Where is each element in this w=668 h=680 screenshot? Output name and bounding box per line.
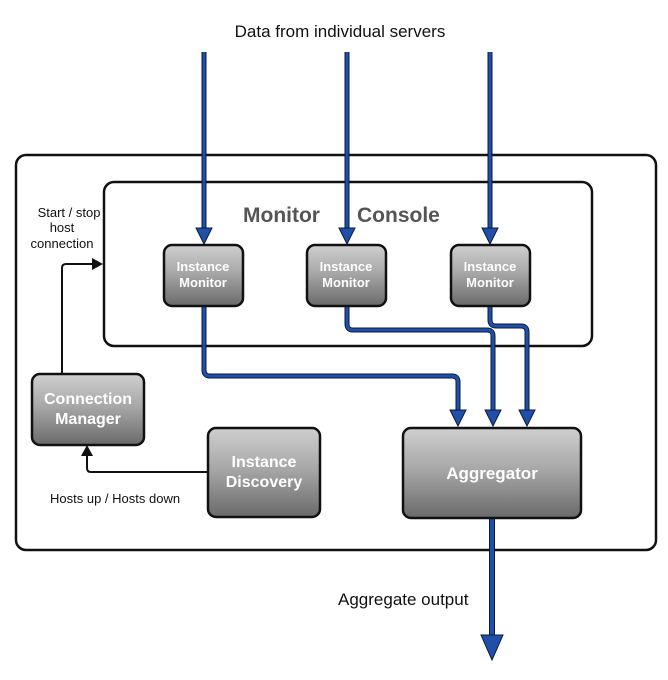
instance-monitor-2-line2: Monitor bbox=[322, 275, 370, 290]
start-stop-label-line2: host bbox=[50, 220, 75, 235]
outer-container bbox=[14, 153, 658, 552]
input-arrowhead-2 bbox=[338, 227, 356, 246]
connection-manager-line1: Connection bbox=[44, 391, 132, 408]
input-data-label: Data from individual servers bbox=[235, 22, 446, 41]
instance-monitor-3-line1: Instance bbox=[464, 259, 517, 274]
instance-monitor-3-line2: Monitor bbox=[466, 275, 514, 290]
console-title-console: Console bbox=[357, 204, 440, 227]
instance-monitor-box-2: Instance Monitor bbox=[305, 243, 388, 308]
instance-discovery-box: Instance Discovery bbox=[206, 426, 322, 519]
start-stop-label-line1: Start / stop bbox=[38, 205, 101, 220]
connection-manager-line2: Manager bbox=[55, 411, 121, 428]
instance-monitor-box-1: Instance Monitor bbox=[162, 243, 245, 308]
aggregator-input-arrowheads bbox=[449, 409, 536, 428]
instance-monitor-2-line1: Instance bbox=[320, 259, 373, 274]
instance-discovery-line2: Discovery bbox=[226, 474, 303, 491]
instance-monitor-1-line1: Instance bbox=[177, 259, 230, 274]
aggregator-input-arrowhead-1 bbox=[449, 409, 467, 428]
aggregate-output-label: Aggregate output bbox=[338, 590, 469, 609]
monitor-lines bbox=[202, 306, 529, 410]
aggregator-input-arrowhead-3 bbox=[518, 409, 536, 428]
connection-manager-box: Connection Manager bbox=[30, 372, 146, 447]
hosts-status-arrowhead bbox=[81, 445, 93, 456]
start-stop-arrowhead bbox=[92, 258, 103, 270]
hosts-status-label: Hosts up / Hosts down bbox=[50, 491, 180, 506]
aggregator-input-arrowhead-2 bbox=[484, 409, 502, 428]
aggregator-box: Aggregator bbox=[401, 426, 583, 520]
input-lines bbox=[202, 52, 492, 230]
input-arrowheads bbox=[195, 227, 499, 246]
input-arrowhead-1 bbox=[195, 227, 213, 246]
console-title-monitor: Monitor bbox=[243, 204, 320, 227]
monitor-lines-outline bbox=[201, 306, 530, 410]
instance-monitor-box-3: Instance Monitor bbox=[449, 243, 532, 308]
start-stop-label-line3: connection bbox=[31, 236, 94, 251]
start-stop-connector bbox=[61, 263, 92, 374]
output-arrowhead bbox=[480, 634, 504, 662]
hosts-status-connector bbox=[86, 456, 208, 473]
instance-discovery-line1: Instance bbox=[232, 454, 297, 471]
aggregator-label: Aggregator bbox=[446, 464, 538, 483]
instance-monitor-1-line2: Monitor bbox=[179, 275, 227, 290]
input-arrowhead-3 bbox=[481, 227, 499, 246]
